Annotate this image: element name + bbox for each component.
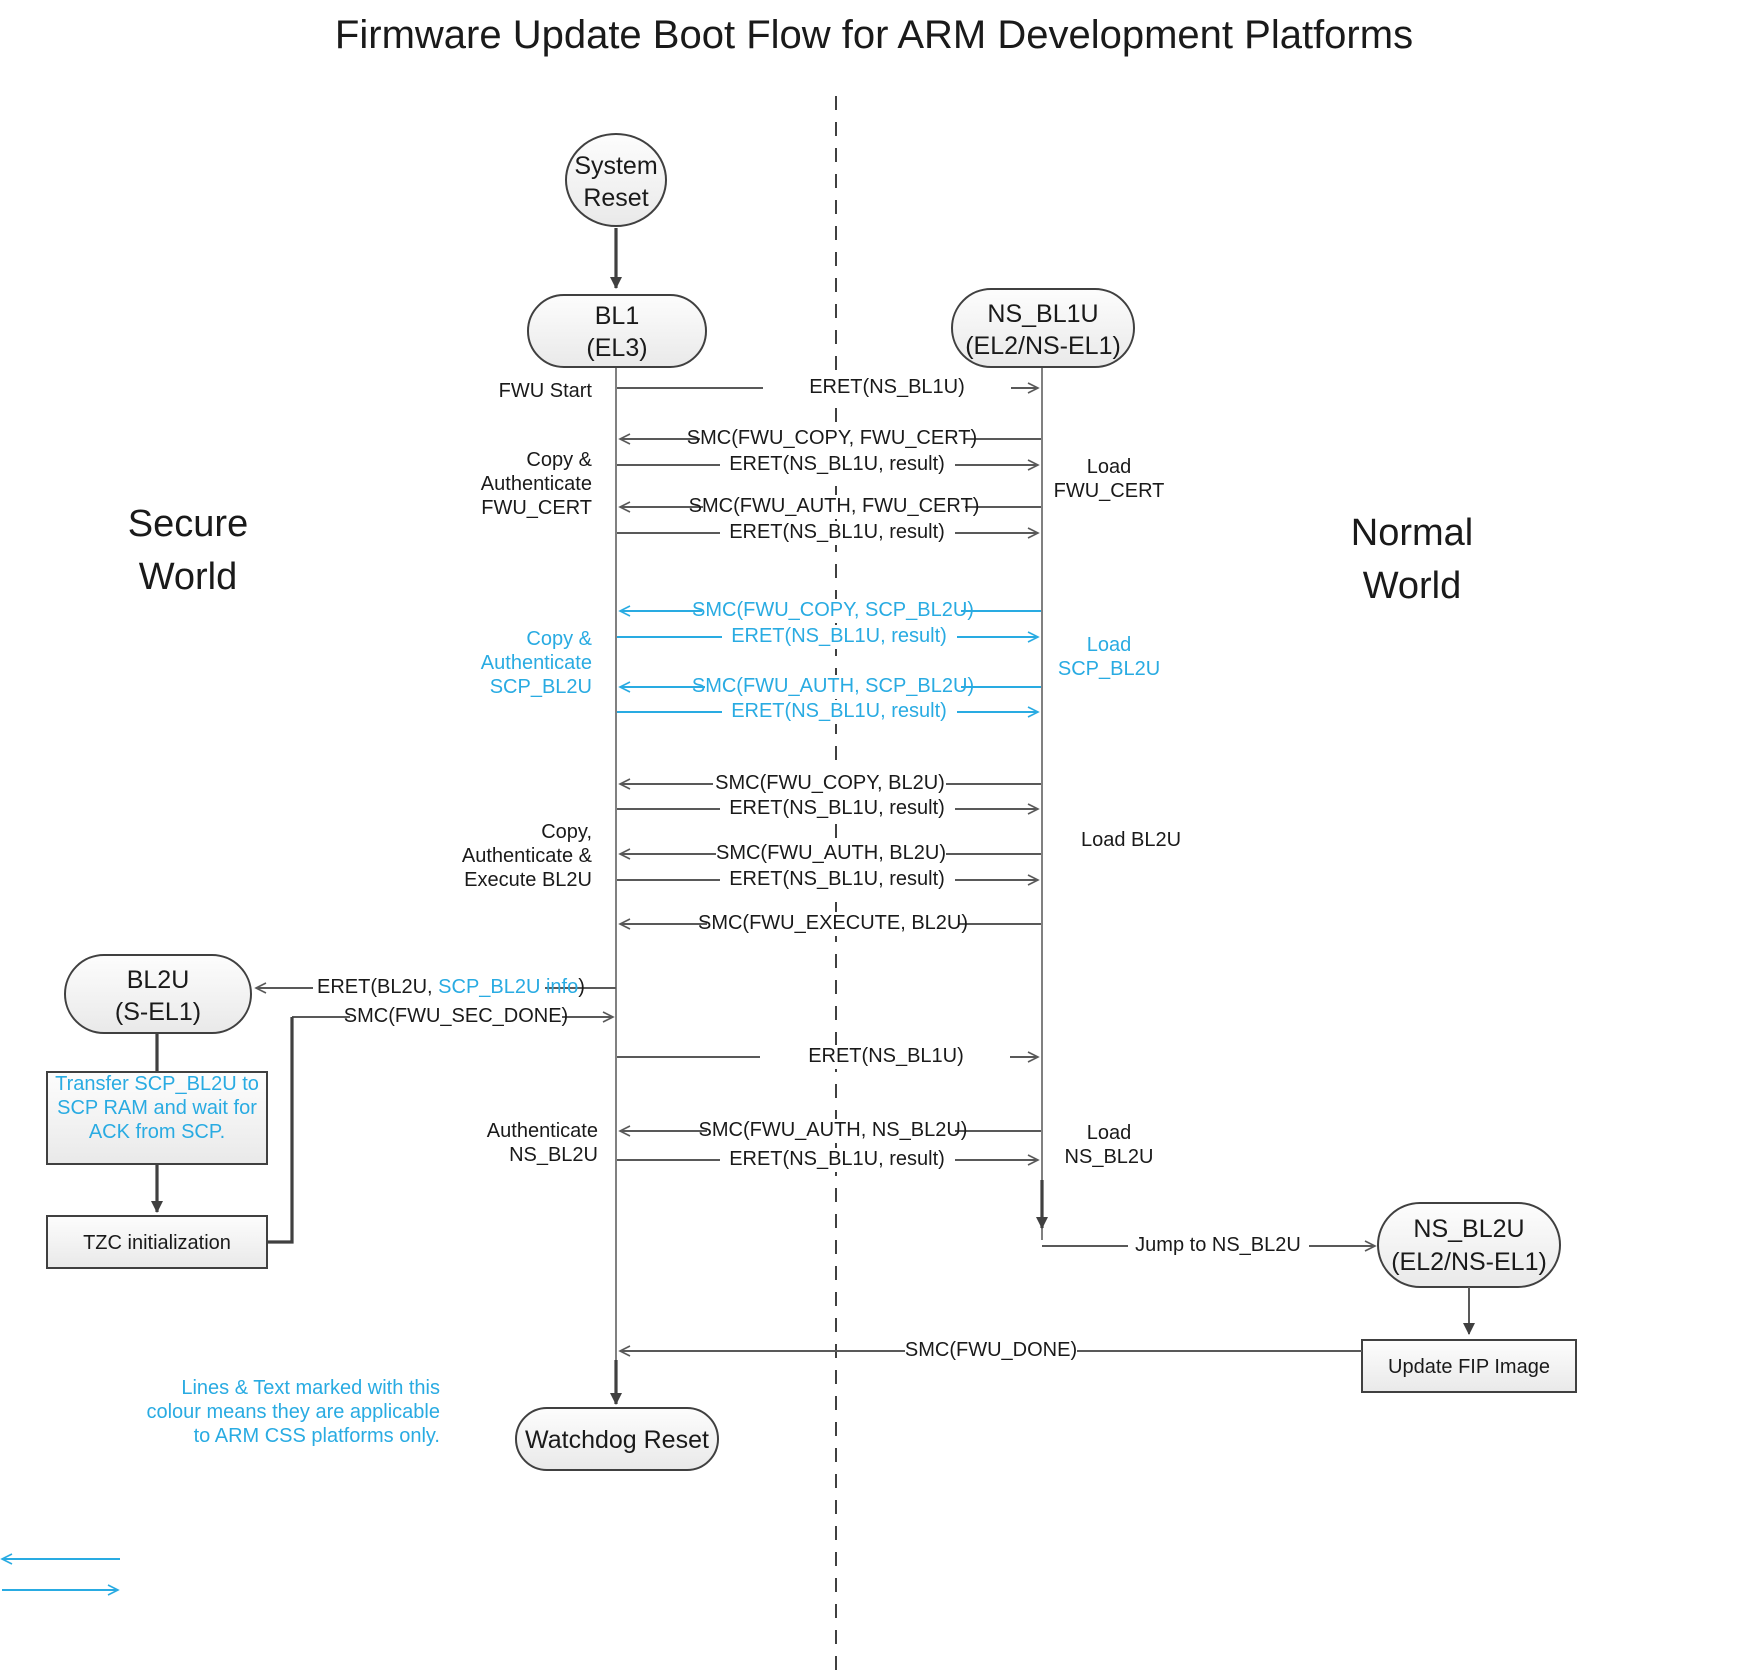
transfer-scp-line2: SCP RAM and wait for [57,1097,257,1119]
annotation-a3-line1: Copy & [526,628,592,650]
annotation-a5-line1: Authenticate [487,1120,598,1142]
normal-world-label: Normal World [1351,512,1473,607]
transfer-scp-line1: Transfer SCP_BL2U to [55,1073,259,1095]
tzc-init-label: TZC initialization [83,1232,231,1254]
bl2u-line2: (S-EL1) [115,998,201,1026]
annotation-a4: Copy, Authenticate & Execute BL2U [462,821,593,891]
normal-world-line1: Normal [1351,512,1473,554]
transfer-scp-line3: ACK from SCP. [89,1121,225,1143]
msg-m12-label: SMC(FWU_AUTH, BL2U) [716,842,946,864]
msg-m15-label: ERET(BL2U, SCP_BL2U info) [317,976,585,998]
ns-bl2u-line2: (EL2/NS-EL1) [1391,1248,1547,1276]
system-reset-line1: System [574,152,657,180]
node-bl2u[interactable]: BL2U (S-EL1) [64,954,252,1034]
annotation-a5: Authenticate NS_BL2U [487,1120,598,1166]
annotation-a2-line1: Copy & [526,449,592,471]
msg-m8-label: SMC(FWU_AUTH, SCP_BL2U) [692,675,974,697]
secure-world-line1: Secure [128,503,248,545]
msg-m10-label: SMC(FWU_COPY, BL2U) [715,772,945,794]
msg-m21-label: SMC(FWU_DONE) [905,1339,1077,1361]
annotation-a4-line1: Copy, [541,821,592,843]
ns-bl2u-line1: NS_BL2U [1413,1215,1524,1243]
node-bl1[interactable]: BL1 (EL3) [527,294,707,368]
bl1-line1: BL1 [595,302,639,330]
msg-m20-label: Jump to NS_BL2U [1135,1234,1301,1256]
annotation-b1-line2: FWU_CERT [1054,480,1165,502]
msg-m7-label: ERET(NS_BL1U, result) [731,625,947,647]
node-watchdog-reset[interactable]: Watchdog Reset [515,1407,719,1471]
box-update-fip[interactable]: Update FIP Image [1361,1339,1577,1393]
msg-m11-label: ERET(NS_BL1U, result) [729,797,945,819]
annotation-b1-line1: Load [1087,456,1132,478]
annotation-a4-line2: Authenticate & [462,845,593,867]
annotation-a2: Copy & Authenticate FWU_CERT [481,449,593,519]
msg-m13-label: ERET(NS_BL1U, result) [729,868,945,890]
node-ns-bl1u[interactable]: NS_BL1U (EL2/NS-EL1) [951,288,1135,368]
ns-bl1u-line1: NS_BL1U [987,300,1098,328]
msg-m18-label: SMC(FWU_AUTH, NS_BL2U) [699,1119,968,1141]
annotation-b2-line1: Load [1087,634,1132,656]
annotation-b3-line1: Load BL2U [1081,829,1181,851]
annotation-a2-line2: Authenticate [481,473,592,495]
annotation-b4: Load NS_BL2U [1065,1122,1154,1168]
annotation-a3: Copy & Authenticate SCP_BL2U [481,628,593,698]
normal-world-line2: World [1363,565,1462,607]
box-tzc-init[interactable]: TZC initialization [46,1215,268,1269]
bl2u-line1: BL2U [127,966,190,994]
box-transfer-scp[interactable]: Transfer SCP_BL2U to SCP RAM and wait fo… [46,1071,268,1165]
legend-line2: colour means they are applicable [146,1401,440,1423]
msg-m15-part3: ) [578,976,585,998]
annotation-a3-line2: Authenticate [481,652,592,674]
annotation-a2-line3: FWU_CERT [481,497,592,519]
annotation-b4-line2: NS_BL2U [1065,1146,1154,1168]
system-reset-line2: Reset [583,184,648,212]
annotation-b2: Load SCP_BL2U [1058,634,1160,680]
legend-line1: Lines & Text marked with this [181,1377,440,1399]
annotation-b1: Load FWU_CERT [1054,456,1165,502]
bl1-line2: (EL3) [586,334,647,362]
ns-bl1u-line2: (EL2/NS-EL1) [965,332,1121,360]
annotation-a5-line2: NS_BL2U [509,1144,598,1166]
msg-m17-label: ERET(NS_BL1U) [808,1045,964,1067]
msg-m1-label: ERET(NS_BL1U) [809,376,965,398]
msg-m15-part2-cyan: SCP_BL2U info [438,976,578,998]
annotation-a1-line1: FWU Start [499,380,593,402]
msg-m9-label: ERET(NS_BL1U, result) [731,700,947,722]
msg-m19-label: ERET(NS_BL1U, result) [729,1148,945,1170]
annotation-b2-line2: SCP_BL2U [1058,658,1160,680]
legend-line3: to ARM CSS platforms only. [194,1425,440,1447]
msg-m16-label: SMC(FWU_SEC_DONE) [344,1005,568,1027]
secure-world-line2: World [139,556,238,598]
tzc-to-secdone-connector [267,1017,294,1244]
node-ns-bl2u[interactable]: NS_BL2U (EL2/NS-EL1) [1377,1202,1561,1288]
node-system-reset[interactable]: System Reset [565,133,667,227]
msg-m3-label: ERET(NS_BL1U, result) [729,453,945,475]
secure-world-label: Secure World [128,503,248,598]
msg-m6-label: SMC(FWU_COPY, SCP_BL2U) [692,599,974,621]
msg-m4-label: SMC(FWU_AUTH, FWU_CERT) [689,495,980,517]
update-fip-label: Update FIP Image [1388,1356,1550,1378]
watchdog-reset-label: Watchdog Reset [525,1426,709,1454]
msg-m15-part1: ERET(BL2U, [317,976,438,998]
annotation-b4-line1: Load [1087,1122,1132,1144]
page-title: Firmware Update Boot Flow for ARM Develo… [335,13,1413,57]
msg-m14-label: SMC(FWU_EXECUTE, BL2U) [698,912,968,934]
msg-m5-label: ERET(NS_BL1U, result) [729,521,945,543]
legend: Lines & Text marked with this colour mea… [0,1377,440,1596]
msg-m2-label: SMC(FWU_COPY, FWU_CERT) [687,427,977,449]
annotation-a4-line3: Execute BL2U [464,869,592,891]
annotation-a3-line3: SCP_BL2U [490,676,592,698]
